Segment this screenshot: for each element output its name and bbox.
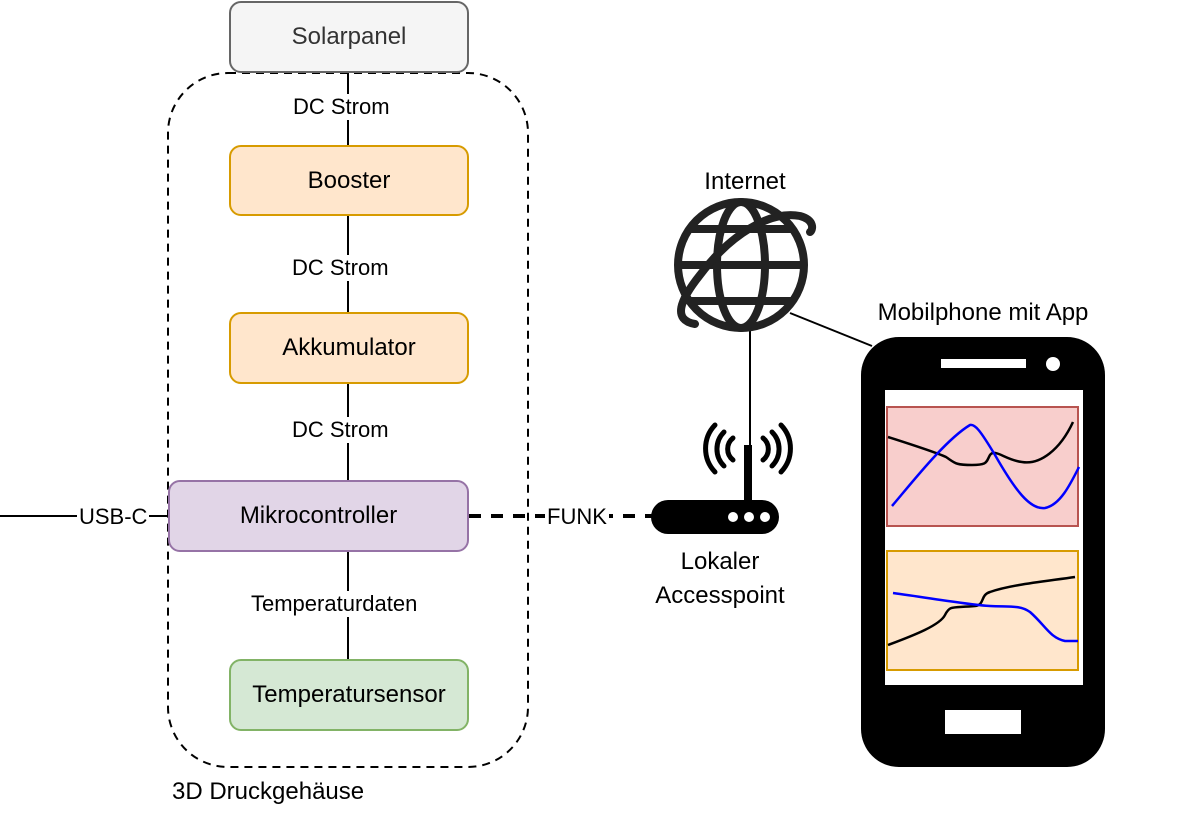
- accesspoint-label-line1: Lokaler: [680, 548, 760, 575]
- internet-label: Internet: [704, 168, 786, 195]
- phone-camera: [1046, 357, 1060, 371]
- app-chart-2-background: [886, 550, 1079, 671]
- edge-label-usb: USB-C: [77, 504, 150, 530]
- app-chart-2-series-a: [887, 575, 1076, 647]
- edge-label-funk: FUNK: [545, 504, 609, 530]
- globe-icon: [674, 198, 817, 332]
- edge-label-booster-akku: DC Strom: [292, 255, 389, 281]
- app-chart-1-series-a: [887, 421, 1075, 467]
- app-chart-2-series-b: [892, 591, 1078, 643]
- phone-label: Mobilphone mit App: [877, 299, 1089, 326]
- edge-label-akku-mcu: DC Strom: [292, 417, 389, 443]
- app-chart-1: [886, 406, 1081, 527]
- node-akkumulator[interactable]: Akkumulator: [229, 312, 469, 384]
- phone-speaker: [941, 359, 1026, 368]
- node-akkumulator-label: Akkumulator: [282, 334, 416, 361]
- node-mikrocontroller[interactable]: Mikrocontroller: [168, 480, 469, 552]
- accesspoint-label-line2: Accesspoint: [655, 582, 785, 609]
- node-mikrocontroller-label: Mikrocontroller: [239, 502, 398, 529]
- app-chart-2: [886, 550, 1079, 671]
- node-booster-label: Booster: [307, 166, 391, 194]
- phone-home-button[interactable]: [945, 710, 1021, 734]
- node-temperatursensor[interactable]: Temperatursensor: [229, 659, 469, 731]
- app-chart-1-background: [886, 406, 1079, 527]
- edge-label-mcu-sensor: Temperaturdaten: [251, 591, 418, 617]
- node-booster[interactable]: Booster: [229, 145, 469, 216]
- wifi-router-icon: [651, 422, 793, 534]
- app-chart-1-series-b: [891, 423, 1081, 510]
- edge-internet-phone: [789, 312, 873, 347]
- node-solarpanel[interactable]: Solarpanel: [229, 1, 469, 73]
- edge-label-solar-booster: DC Strom: [293, 94, 390, 120]
- node-solarpanel-label: Solarpanel: [291, 23, 407, 50]
- node-temperatursensor-label: Temperatursensor: [252, 681, 446, 708]
- enclosure-label: 3D Druckgehäuse: [172, 778, 365, 805]
